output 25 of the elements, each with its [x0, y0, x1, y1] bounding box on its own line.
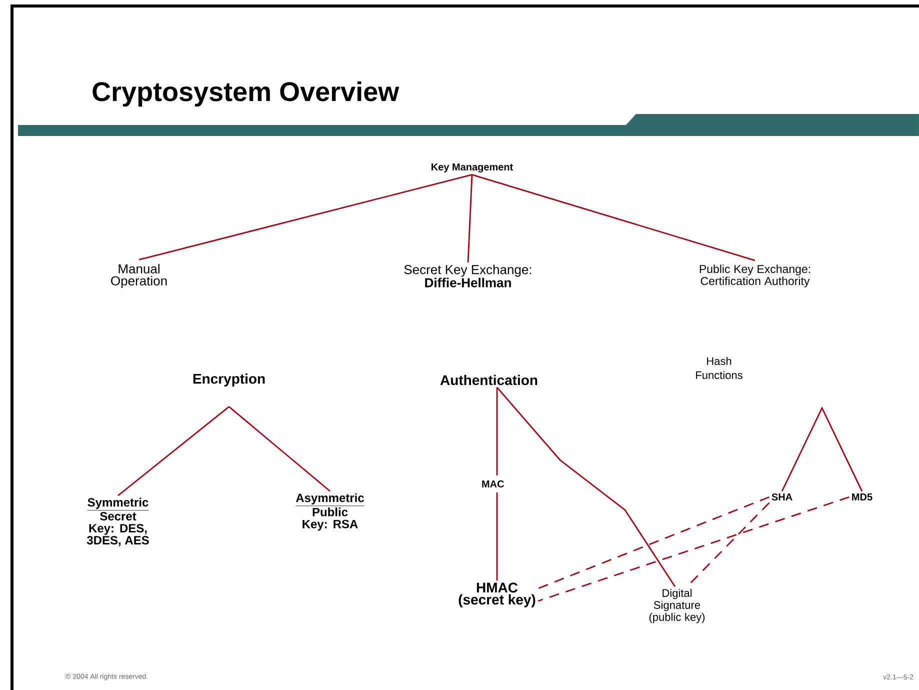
tree-line [496, 387, 498, 580]
tree-label: Asymmetric Public Key: RSA [295, 493, 365, 531]
tree-label: Authentication [440, 374, 538, 386]
tree-label: Digital Signature (public key) [649, 588, 705, 624]
tree-label: Public Key Exchange: Certification Authority [700, 264, 810, 288]
tree-line [228, 406, 330, 492]
tree-line [467, 174, 473, 262]
tree-label: Encryption [193, 373, 265, 387]
tree-line [472, 174, 756, 262]
tree-line [496, 386, 676, 588]
tree-line [781, 406, 863, 492]
tree-label: MD5 [852, 494, 872, 500]
tree-label: Symmetric Secret Key: DES, 3DES, AES [86, 498, 149, 546]
tree-label: SHA [772, 493, 792, 501]
tree-label: Secret Key Exchange: Diffie-Hellman [404, 264, 532, 288]
dashed-line [538, 496, 770, 590]
edge-label: MAC [476, 475, 510, 492]
tree-line [138, 174, 472, 260]
tree-line [118, 406, 230, 496]
group-heading: Hash Functions [696, 356, 742, 380]
dashed-line [538, 496, 850, 602]
tree-label: HMAC (secret key) [458, 582, 536, 608]
tree-label: Manual Operation [111, 264, 167, 288]
slide-title: Cryptosystem Overview [92, 81, 400, 107]
tree-label: Key Management [432, 164, 513, 172]
